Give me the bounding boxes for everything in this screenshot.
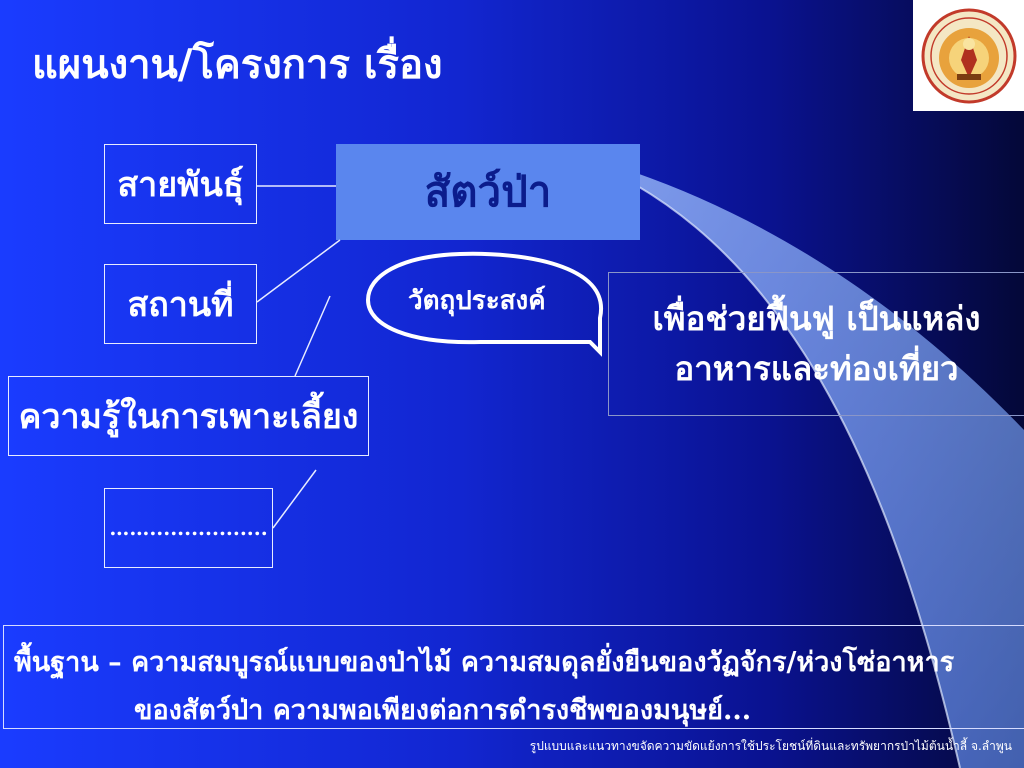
- objective-line-1: เพื่อช่วยฟื้นฟู เป็นแหล่ง: [652, 299, 981, 338]
- aspect-box-breeding-knowledge: ความรู้ในการเพาะเลี้ยง: [8, 376, 369, 456]
- foundation-line-1: พื้นฐาน – ความสมบูรณ์แบบของป่าไม้ ความสม…: [14, 647, 955, 678]
- department-seal-icon: [921, 8, 1016, 103]
- foundation-box: พื้นฐาน – ความสมบูรณ์แบบของป่าไม้ ความสม…: [3, 625, 1024, 729]
- objective-line-2: อาหารและท่องเที่ยว: [674, 349, 959, 388]
- aspect-box-location: สถานที่: [104, 264, 257, 344]
- topic-label: สัตว์ป่า: [424, 167, 552, 216]
- objective-box: เพื่อช่วยฟื้นฟู เป็นแหล่ง อาหารและท่องเท…: [608, 272, 1024, 416]
- aspect-label-placeholder: …….................: [109, 516, 268, 540]
- department-seal-logo: [913, 0, 1024, 111]
- footer-caption: รูปแบบและแนวทางขจัดความขัดแย้งการใช้ประโ…: [529, 739, 1012, 753]
- aspect-label-species: สายพันธุ์: [117, 165, 244, 205]
- aspect-box-placeholder: …….................: [104, 488, 273, 568]
- aspect-box-species: สายพันธุ์: [104, 144, 257, 224]
- foundation-line-2: ของสัตว์ป่า ความพอเพียงต่อการดำรงชีพของม…: [134, 695, 752, 726]
- aspect-label-breeding-knowledge: ความรู้ในการเพาะเลี้ยง: [18, 397, 359, 437]
- topic-box: สัตว์ป่า: [336, 144, 640, 240]
- objective-label: วัตถุประสงค์: [408, 286, 546, 316]
- page-title: แผนงาน/โครงการ เรื่อง: [32, 41, 443, 88]
- aspect-label-location: สถานที่: [127, 285, 234, 325]
